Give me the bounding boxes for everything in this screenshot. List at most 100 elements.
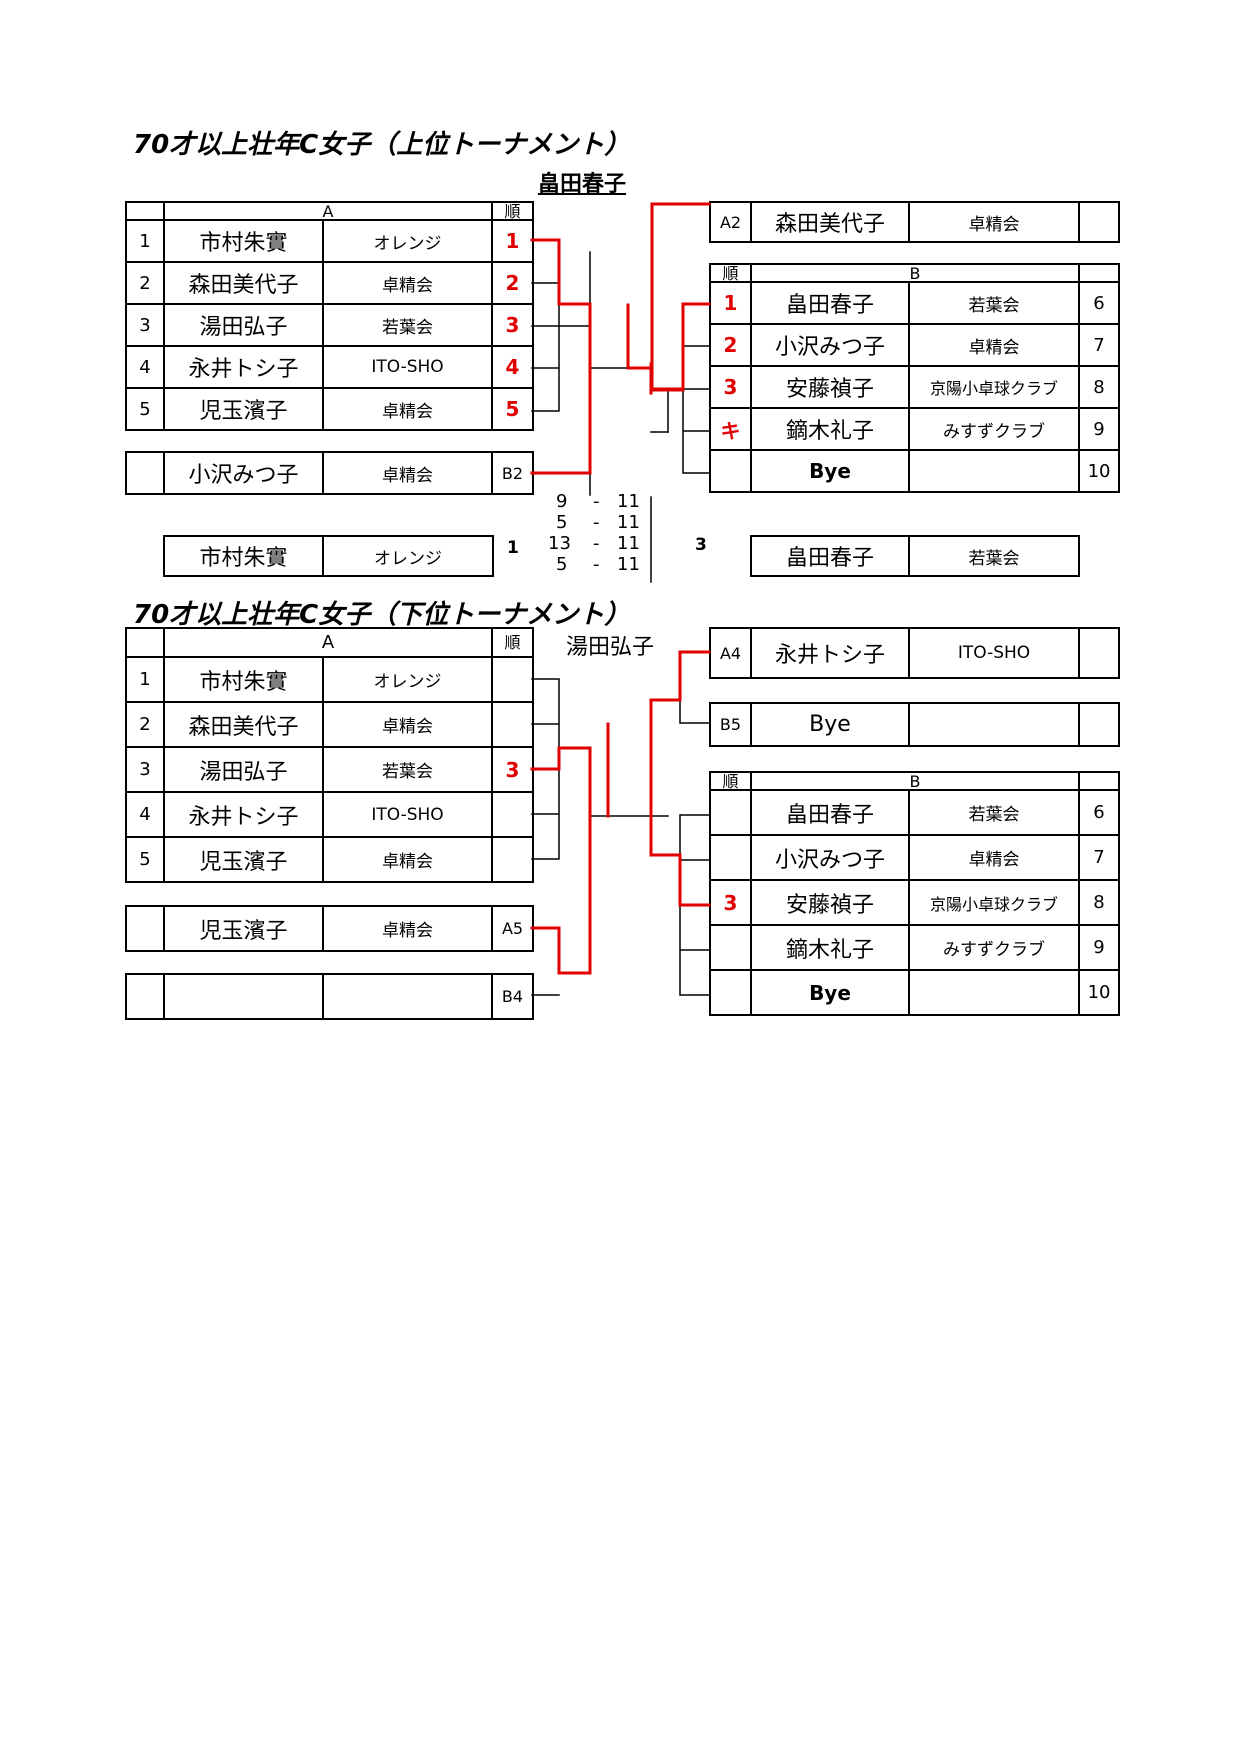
player-club: 若葉会 — [907, 789, 1081, 836]
player-name: 永井トシ子 — [163, 791, 324, 838]
group-b-header: B — [749, 263, 1081, 283]
player-name: 鏑木礼子 — [750, 924, 910, 971]
player-number: 8 — [1078, 879, 1121, 926]
player-rank — [709, 924, 752, 971]
seed-code: A2 — [709, 201, 752, 243]
player-rank — [709, 449, 752, 493]
player-name: 小沢みつ子 — [750, 834, 910, 881]
player-rank: 2 — [709, 323, 752, 367]
player-club: オレンジ — [321, 219, 494, 263]
player-rank — [709, 789, 752, 836]
player-number: 5 — [125, 387, 165, 431]
table-row: 市村朱實オレンジ — [163, 535, 494, 577]
player-rank — [491, 656, 535, 703]
player-name: 市村朱實 — [163, 219, 324, 263]
player-club: 若葉会 — [321, 746, 494, 793]
player-rank — [709, 969, 752, 1016]
player-name: Bye — [750, 702, 910, 747]
player-name: 湯田弘子 — [163, 303, 324, 347]
player-club: 卓精会 — [321, 836, 494, 883]
player-rank — [491, 701, 535, 748]
table-row: B4 — [125, 973, 534, 1020]
player-rank — [709, 834, 752, 881]
player-club — [907, 449, 1081, 493]
player-name: 小沢みつ子 — [750, 323, 910, 367]
rank-header: 順 — [491, 627, 535, 658]
player-club — [322, 973, 493, 1020]
player-name: 児玉濱子 — [163, 836, 324, 883]
player-name: 畠田春子 — [750, 789, 910, 836]
player-name: 市村朱實 — [163, 656, 324, 703]
player-club — [907, 969, 1081, 1016]
player-number: 1 — [125, 219, 165, 263]
player-club: 卓精会 — [907, 834, 1081, 881]
player-club: 卓精会 — [321, 387, 494, 431]
score-a: 5 — [556, 554, 568, 575]
player-rank: 3 — [709, 879, 752, 926]
player-club — [908, 702, 1080, 747]
player-rank: キ — [709, 407, 752, 451]
score-sep: - — [593, 533, 600, 554]
lower-title: 70才以上壮年C女子（下位トーナメント） — [133, 600, 631, 630]
player-club: 若葉会 — [321, 303, 494, 347]
upper-left-winner-path — [530, 238, 653, 475]
rank-header: 順 — [709, 263, 752, 283]
player-club: 卓精会 — [908, 201, 1080, 243]
group-b-header: B — [749, 771, 1081, 791]
player-club: 卓精会 — [321, 261, 494, 305]
group-a-header: A — [162, 627, 494, 658]
player-rank: 1 — [491, 219, 535, 263]
player-number: 9 — [1078, 407, 1121, 451]
player-club: 京陽小卓球クラブ — [907, 365, 1081, 409]
player-name: 児玉濱子 — [163, 905, 324, 952]
player-club: ITO-SHO — [321, 791, 494, 838]
upper-final-left: 市村朱實オレンジ — [163, 535, 494, 577]
player-number: 2 — [125, 261, 165, 305]
player-number: 6 — [1078, 281, 1121, 325]
seed-code: A4 — [709, 627, 752, 679]
player-name: Bye — [750, 449, 910, 493]
player-club: ITO-SHO — [908, 627, 1080, 679]
player-number: 7 — [1078, 834, 1121, 881]
player-number: 1 — [125, 656, 165, 703]
score-sep: - — [593, 512, 600, 533]
lower-seed-left-2: B4 — [125, 973, 534, 1020]
player-club: 若葉会 — [908, 535, 1080, 577]
player-club: 若葉会 — [907, 281, 1081, 325]
player-club: オレンジ — [322, 535, 494, 577]
seed-code: B2 — [491, 451, 534, 495]
score-a: 13 — [548, 533, 571, 554]
player-name: 安藤禎子 — [750, 879, 910, 926]
player-club: 卓精会 — [907, 323, 1081, 367]
player-name — [163, 973, 324, 1020]
score-a: 5 — [556, 512, 568, 533]
table-row: 畠田春子若葉会 — [750, 535, 1080, 577]
player-name: 永井トシ子 — [750, 627, 910, 679]
player-name: 小沢みつ子 — [163, 451, 324, 495]
player-club: 卓精会 — [321, 701, 494, 748]
rank-header: 順 — [491, 201, 535, 221]
player-name: 森田美代子 — [163, 261, 324, 305]
player-number: 9 — [1078, 924, 1121, 971]
score-b: 11 — [617, 533, 640, 554]
player-club: オレンジ — [321, 656, 494, 703]
